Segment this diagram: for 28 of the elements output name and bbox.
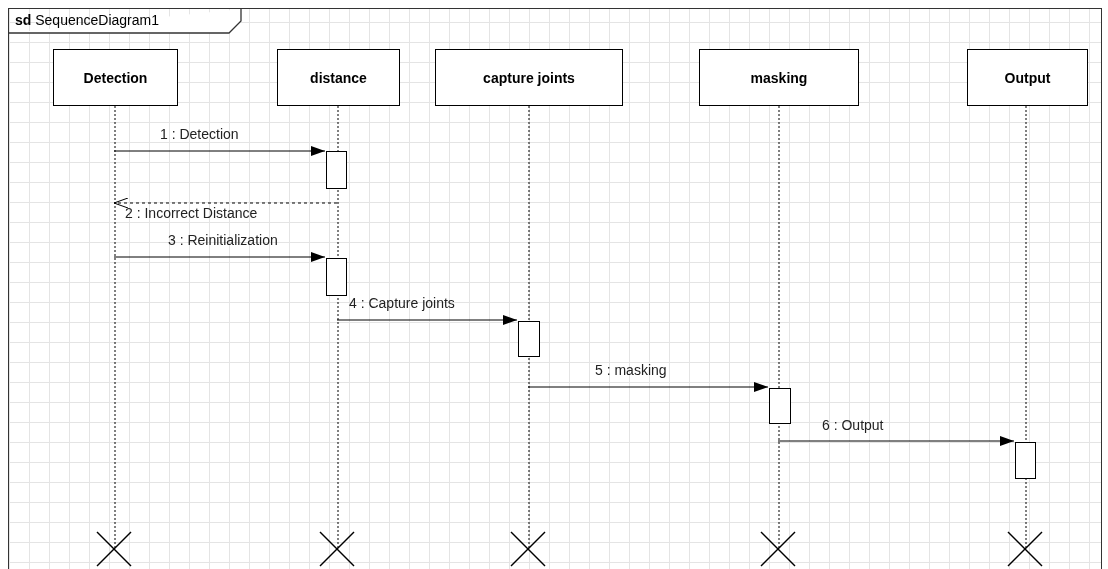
lifeline [1022, 106, 1030, 550]
activation-bar [326, 151, 347, 189]
return-message-arrow [113, 197, 338, 209]
message-arrow [113, 146, 326, 156]
lifeline-head: capture joints [435, 49, 623, 106]
activation-bar [518, 321, 540, 357]
message-label: 5 : masking [595, 362, 667, 378]
lifeline-head: masking [699, 49, 859, 106]
activation-bar [326, 258, 347, 296]
message-arrow [113, 252, 326, 262]
frame-title: sd SequenceDiagram1 [15, 12, 159, 28]
message-arrow [527, 382, 769, 392]
activation-bar [769, 388, 791, 424]
message-label: 2 : Incorrect Distance [125, 205, 258, 221]
message-label: 4 : Capture joints [349, 295, 455, 311]
message-label: 6 : Output [822, 417, 884, 433]
message-arrow [336, 315, 518, 325]
lifeline-head: Output [967, 49, 1088, 106]
sequence-frame [8, 8, 1102, 569]
activation-bar [1015, 442, 1036, 479]
message-label: 1 : Detection [160, 126, 239, 142]
lifeline [525, 106, 533, 550]
lifeline [111, 106, 119, 550]
lifeline [775, 106, 783, 550]
message-arrow [777, 436, 1015, 446]
lifeline-head: distance [277, 49, 400, 106]
message-label: 3 : Reinitialization [168, 232, 278, 248]
lifeline-head: Detection [53, 49, 178, 106]
